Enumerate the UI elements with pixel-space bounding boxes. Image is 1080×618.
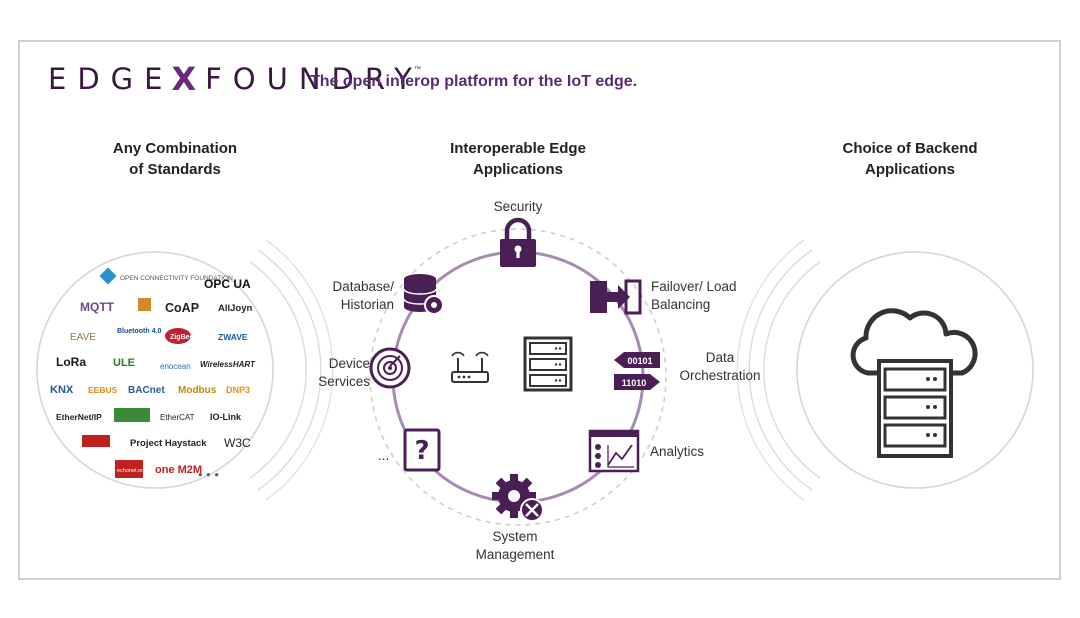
orchestration-label: Data Orchestration <box>670 349 770 385</box>
data-orchestration-icon: 00101 11010 <box>614 352 660 390</box>
padlock-icon <box>500 217 536 267</box>
logo-eave: EAVE <box>70 332 96 343</box>
logo-enocean: enocean <box>160 362 191 371</box>
database-line-2: Historian <box>340 297 394 312</box>
logo-eebus: EEBUS <box>88 385 118 395</box>
logo-onem2m: one M2M <box>155 464 202 476</box>
system-mgmt-line-1: System <box>492 529 538 544</box>
logo-io-link: IO-Link <box>210 412 242 422</box>
right-title-line-1: Choice of Backend <box>842 140 978 157</box>
device-services-line-2: Services <box>318 374 370 389</box>
logo-knx: KNX <box>50 384 74 396</box>
database-line-1: Database/ <box>332 279 394 294</box>
router-icon <box>451 351 489 383</box>
logo-word-foundry: FOUNDRY <box>205 62 423 96</box>
device-services-line-1: Device <box>328 356 370 371</box>
right-title-line-2: Applications <box>864 161 955 178</box>
logo-ethercat: EtherCAT <box>160 413 195 422</box>
logo-bluetooth: Bluetooth 4.0 <box>117 328 161 335</box>
standards-logos: OPEN CONNECTIVITY FOUNDATION OPC UA MQTT… <box>50 267 256 482</box>
database-label: Database/ Historian <box>310 278 394 314</box>
logo-haystack: Project Haystack <box>130 438 207 449</box>
analytics-label: Analytics <box>650 444 705 459</box>
more-standards: • • • <box>198 467 219 482</box>
bits-bottom: 11010 <box>622 378 647 388</box>
question-icon: ? <box>403 428 441 472</box>
logo-w3c: W3C <box>224 436 251 450</box>
device-services-label: Device Services <box>300 355 370 391</box>
right-column-title: Choice of Backend Applications <box>810 138 1010 180</box>
logo-coap: CoAP <box>165 301 199 315</box>
analytics-icon <box>588 429 640 473</box>
system-management-label: System Management <box>465 528 565 564</box>
backend-circle <box>736 239 1034 501</box>
center-title-line-1: Interoperable Edge <box>450 140 586 157</box>
edgex-logo: EDGE X FOUNDRY ™ <box>48 60 423 98</box>
system-mgmt-line-2: Management <box>475 547 555 562</box>
left-title-line-2: of Standards <box>129 161 221 178</box>
center-column-title: Interoperable Edge Applications <box>418 138 618 180</box>
logo-ocf: OPEN CONNECTIVITY FOUNDATION <box>120 275 233 282</box>
server-icon <box>523 336 573 392</box>
logo-trademark: ™ <box>413 66 421 73</box>
cloud-server-icon <box>850 308 978 458</box>
logo-modbus: Modbus <box>178 385 217 396</box>
left-column-title: Any Combination of Standards <box>90 138 260 180</box>
logo-ethernet-ip: EtherNet/IP <box>56 412 102 422</box>
logo-lora: LoRa <box>56 355 86 369</box>
standards-circle <box>36 239 334 501</box>
failover-line-2: Balancing <box>651 297 711 312</box>
logo-ule: ULE <box>113 357 135 369</box>
logo-echonet: echonet.org <box>117 468 146 474</box>
logo-dnp3: DNP3 <box>226 385 250 395</box>
security-label: Security <box>493 199 543 214</box>
device-sensor-icon <box>369 347 411 389</box>
logo-bacnet: BACnet <box>128 385 165 396</box>
tagline: The open interop platform for the IoT ed… <box>310 73 638 90</box>
center-title-line-2: Applications <box>472 161 563 178</box>
logo-mqtt: MQTT <box>80 300 115 314</box>
bits-top: 00101 <box>627 356 652 366</box>
logo-opc-ua: OPC UA <box>204 277 251 291</box>
svg-text:?: ? <box>414 436 429 466</box>
logo-alljoyn: AllJoyn <box>218 303 253 314</box>
orchestration-line-1: Data <box>705 350 735 365</box>
more-apps-label: ... <box>378 448 390 463</box>
logo-zwave: ZWAVE <box>218 332 248 342</box>
orchestration-line-2: Orchestration <box>679 368 761 383</box>
left-title-line-1: Any Combination <box>112 140 238 157</box>
database-icon <box>403 274 444 315</box>
failover-label: Failover/ Load Balancing <box>651 278 771 314</box>
logo-x-mark: X <box>171 60 197 98</box>
gear-wrench-icon <box>492 474 544 522</box>
logo-wirelesshart: WirelessHART <box>200 360 256 369</box>
failover-icon <box>590 279 642 315</box>
logo-word-edge: EDGE <box>48 62 174 96</box>
failover-line-1: Failover/ Load <box>651 279 737 294</box>
logo-zigbee: ZigBee <box>170 334 193 341</box>
